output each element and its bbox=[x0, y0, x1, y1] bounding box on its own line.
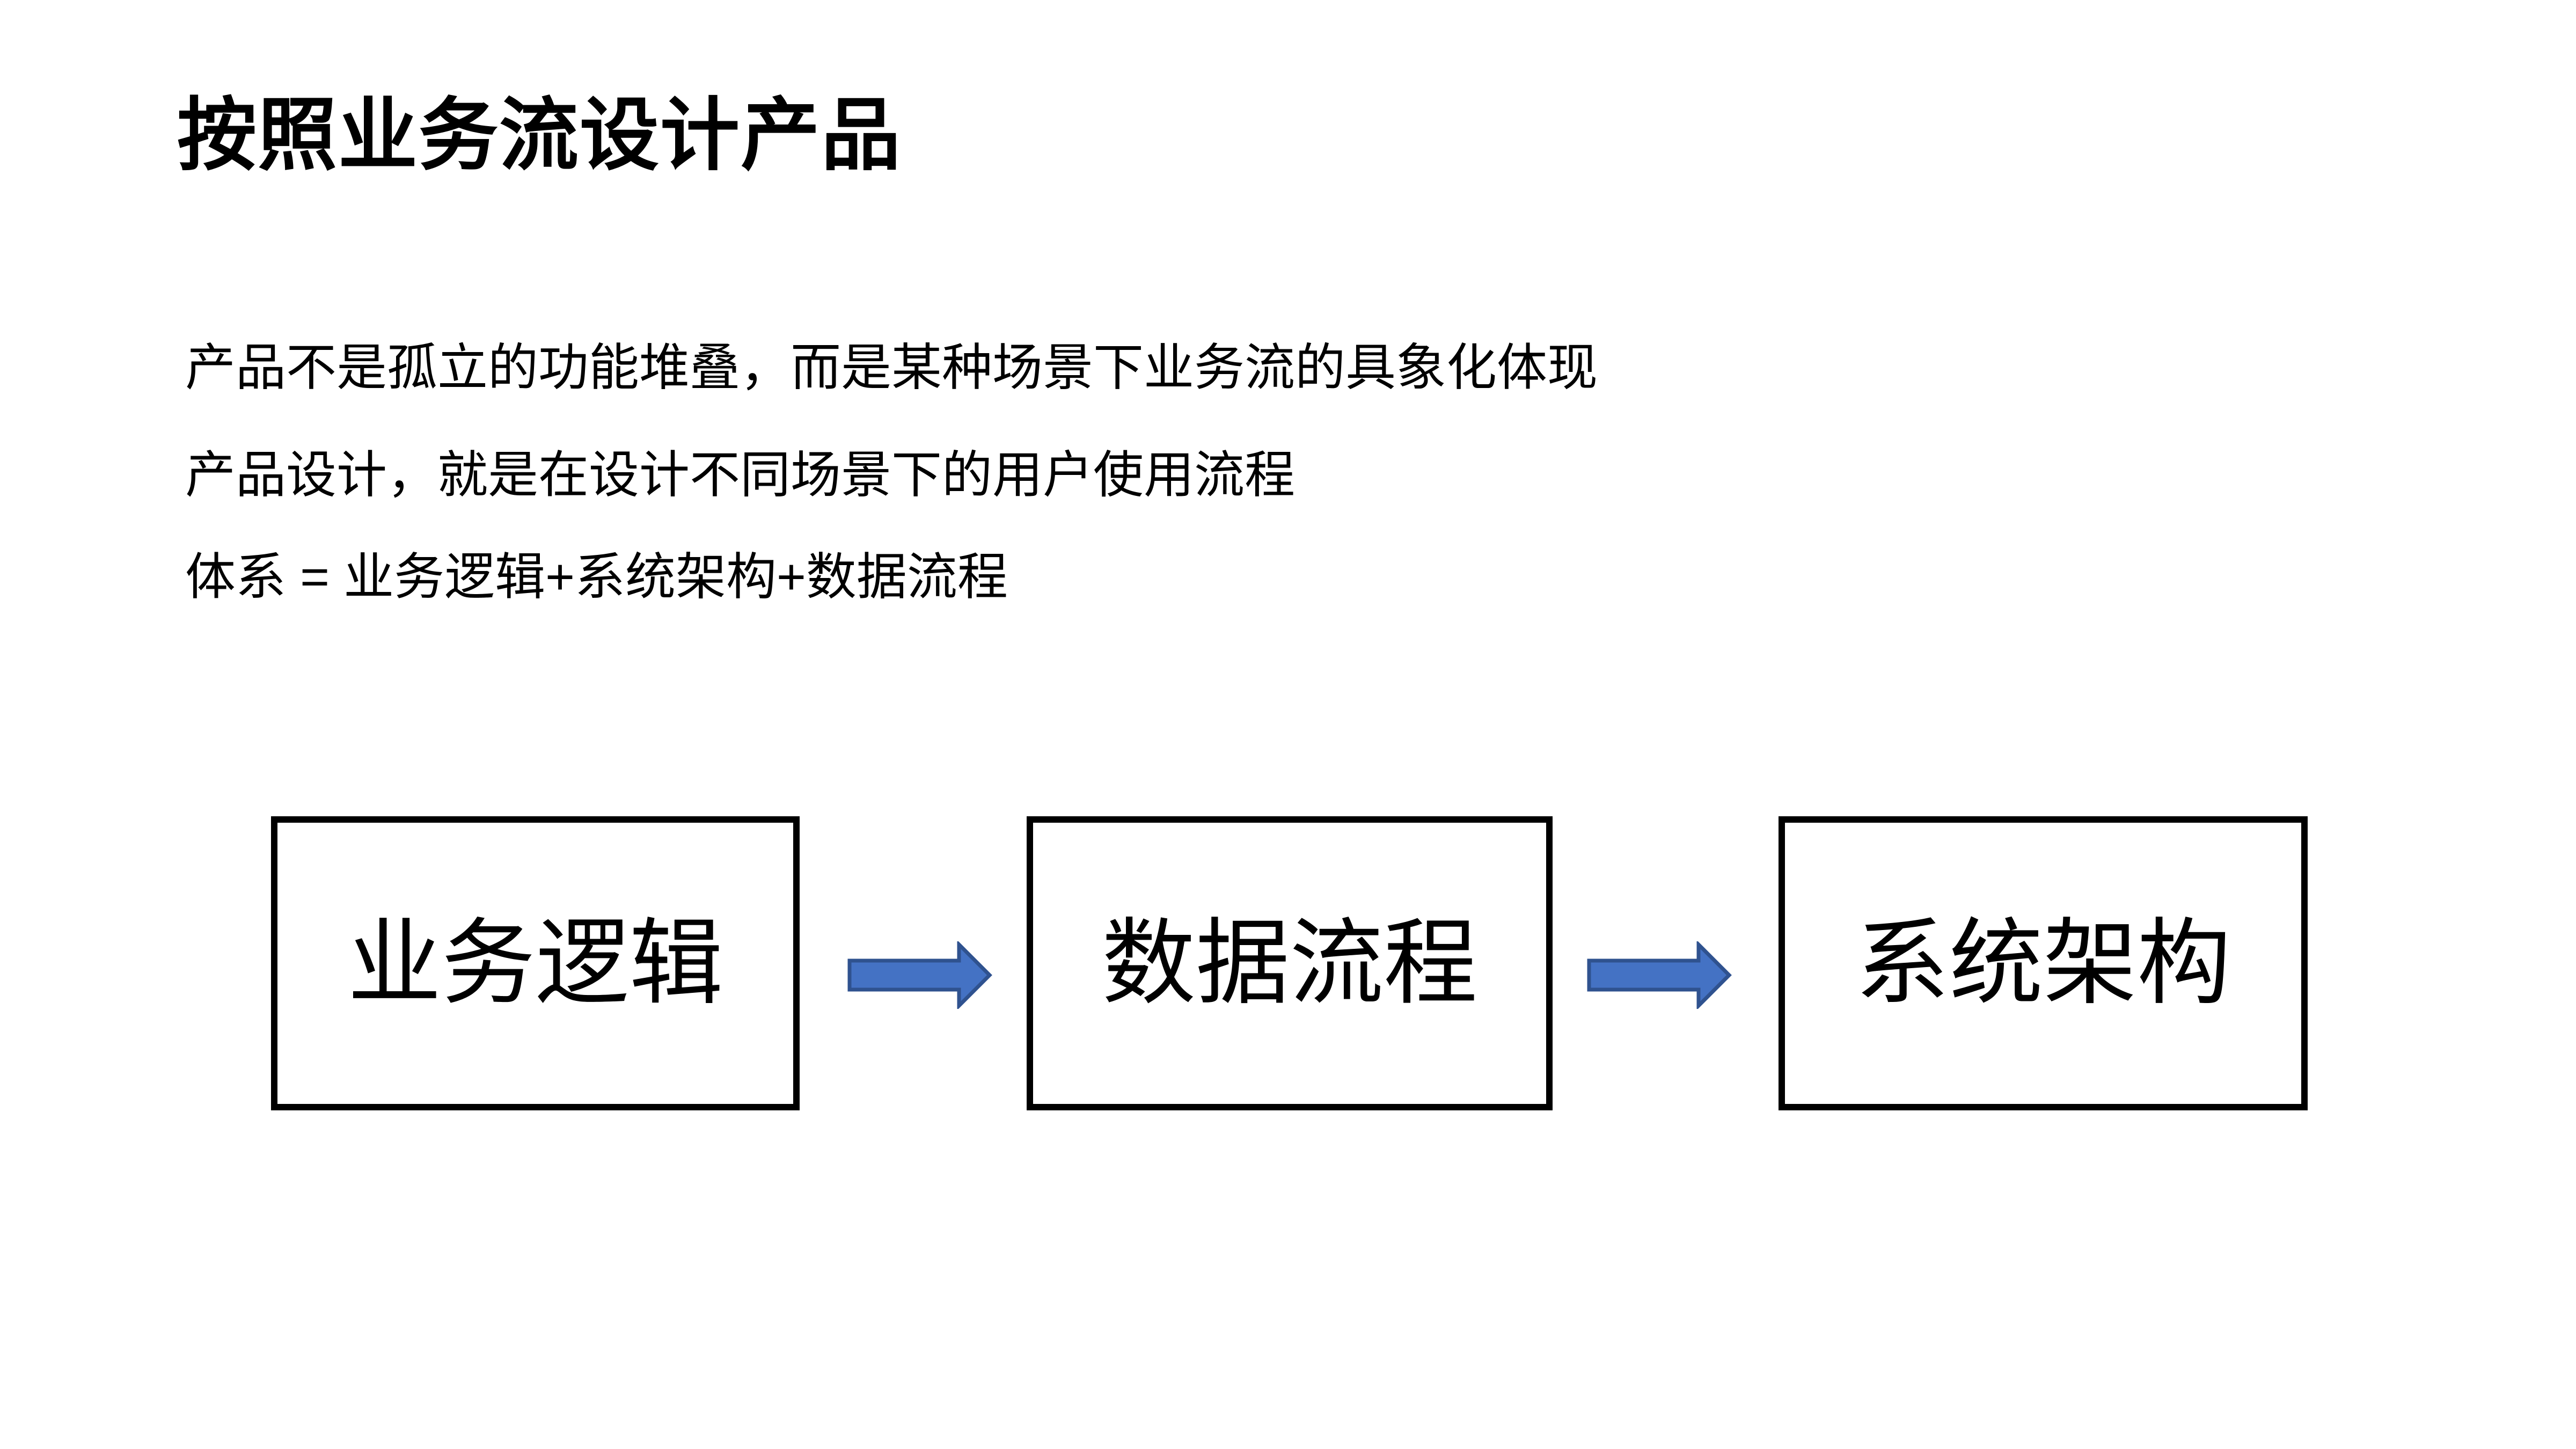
body-line-1: 产品不是孤立的功能堆叠，而是某种场景下业务流的具象化体现 bbox=[185, 339, 1598, 396]
flow-box-label: 系统架构 bbox=[1855, 911, 2231, 1016]
flow-box-system-architecture: 系统架构 bbox=[1779, 816, 2308, 1110]
flow-box-data-flow: 数据流程 bbox=[1027, 816, 1553, 1110]
slide-title: 按照业务流设计产品 bbox=[177, 91, 902, 180]
body-line-2: 产品设计，就是在设计不同场景下的用户使用流程 bbox=[185, 447, 1296, 503]
flow-box-business-logic: 业务逻辑 bbox=[271, 816, 800, 1110]
right-arrow-icon bbox=[847, 941, 992, 1009]
right-arrow-icon bbox=[1587, 941, 1732, 1009]
flow-box-label: 业务逻辑 bbox=[347, 911, 723, 1016]
body-line-3: 体系 = 业务逻辑+系统架构+数据流程 bbox=[185, 548, 1008, 605]
flow-box-label: 数据流程 bbox=[1102, 911, 1477, 1016]
